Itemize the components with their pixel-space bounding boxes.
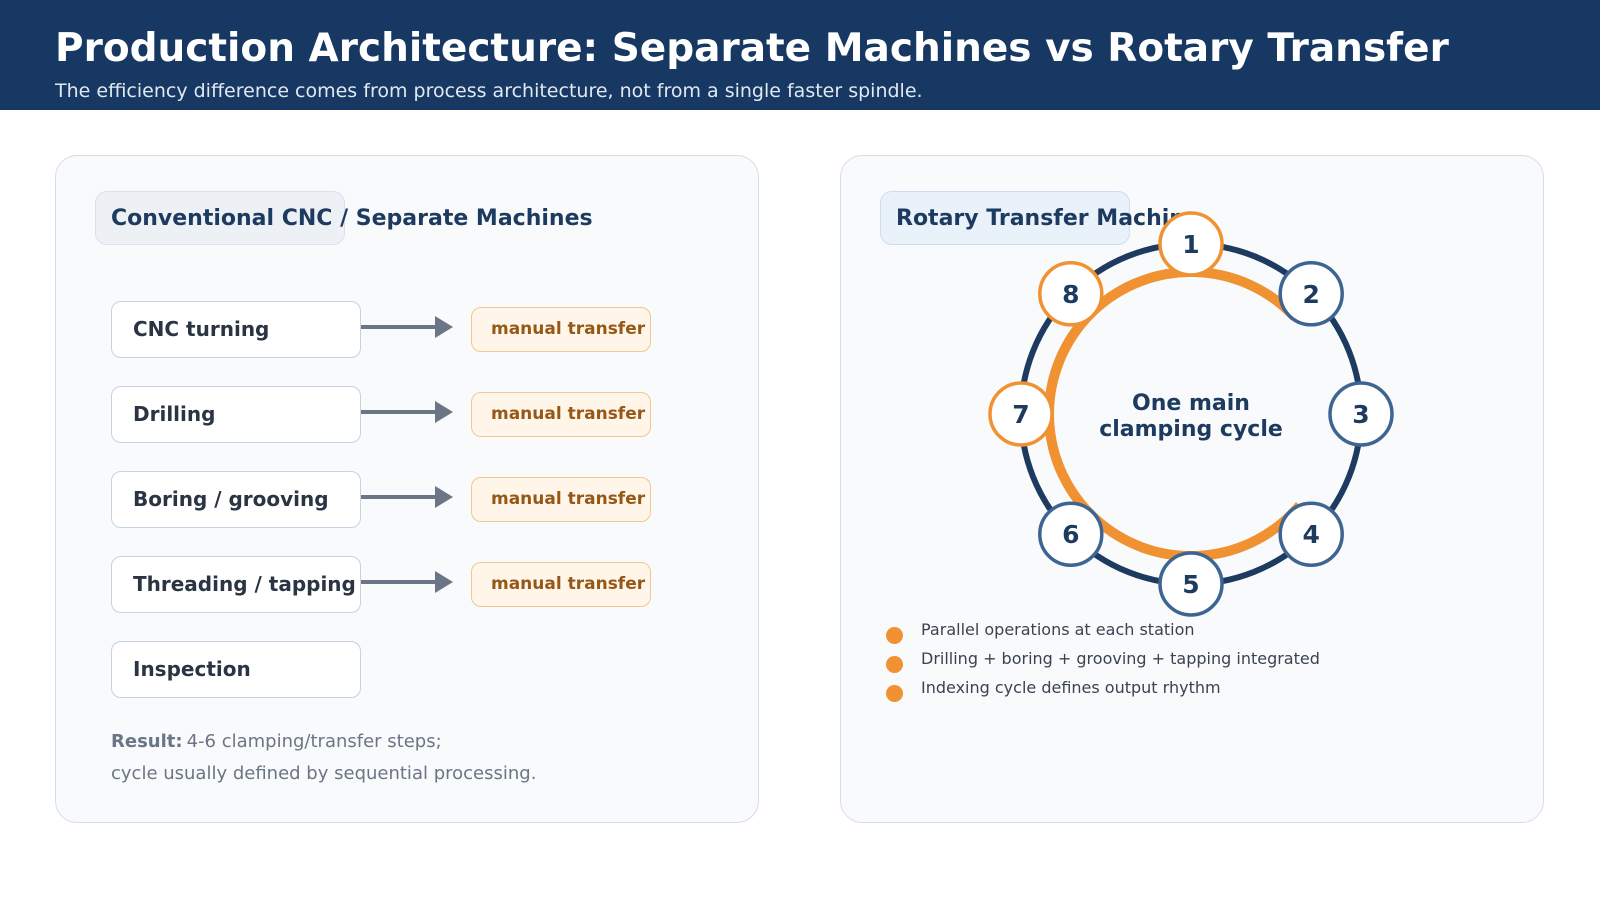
- station-number-3: 3: [1352, 400, 1369, 429]
- rotary-transfer-panel: Rotary Transfer Machine One main clampin…: [840, 155, 1544, 823]
- station-number-5: 5: [1182, 570, 1199, 599]
- arrow-right-icon: [361, 315, 453, 339]
- process-step-inspection: Inspection: [111, 641, 361, 698]
- process-step-label: Boring / grooving: [133, 487, 329, 511]
- station-number-1: 1: [1182, 230, 1199, 259]
- station-node-2: [1278, 261, 1344, 327]
- center-label-line-1: One main: [1132, 391, 1250, 416]
- station-node-1: [1158, 211, 1224, 277]
- feature-text: Parallel operations at each station: [921, 620, 1195, 639]
- manual-transfer-label: manual transfer: [491, 574, 646, 594]
- station-number-6: 6: [1062, 520, 1079, 549]
- process-step-boring-grooving: Boring / grooving: [111, 471, 361, 528]
- result-label: Result:: [111, 731, 183, 752]
- manual-transfer-label: manual transfer: [491, 489, 646, 509]
- feature-text: Indexing cycle defines output rhythm: [921, 678, 1221, 697]
- result-text-1: 4-6 clamping/transfer steps;: [186, 731, 442, 752]
- center-label-line-2: clamping cycle: [1099, 417, 1283, 442]
- result-text-2: cycle usually defined by sequential proc…: [111, 763, 537, 784]
- process-step-threading-tapping: Threading / tapping: [111, 556, 361, 613]
- process-step-label: CNC turning: [133, 317, 270, 341]
- manual-transfer-badge: manual transfer: [471, 307, 651, 352]
- rotary-panel-title: Rotary Transfer Machine: [896, 206, 1200, 231]
- process-step-label: Threading / tapping: [133, 572, 356, 596]
- header-bar: Production Architecture: Separate Machin…: [0, 0, 1600, 110]
- feature-text: Drilling + boring + grooving + tapping i…: [921, 649, 1320, 668]
- bullet-dot-icon: [886, 656, 903, 673]
- stations-group: 1 2 3 4 5 6 7 8: [988, 211, 1394, 617]
- station-number-8: 8: [1062, 280, 1079, 309]
- process-step-label: Drilling: [133, 402, 216, 426]
- conventional-panel: Conventional CNC / Separate Machines CNC…: [55, 155, 759, 823]
- manual-transfer-label: manual transfer: [491, 404, 646, 424]
- station-node-3: [1328, 381, 1394, 447]
- manual-transfer-badge: manual transfer: [471, 392, 651, 437]
- station-node-6: [1038, 501, 1104, 567]
- process-step-cnc-turning: CNC turning: [111, 301, 361, 358]
- bullet-dot-icon: [886, 627, 903, 644]
- station-node-5: [1158, 551, 1224, 617]
- station-node-4: [1278, 501, 1344, 567]
- station-node-7: [988, 381, 1054, 447]
- station-number-4: 4: [1302, 520, 1319, 549]
- result-line-1: Result:4-6 clamping/transfer steps;: [111, 726, 711, 758]
- arrow-right-icon: [361, 570, 453, 594]
- panel-title-pill: [95, 191, 345, 245]
- station-node-8: [1038, 261, 1104, 327]
- arrow-right-icon: [361, 400, 453, 424]
- station-number-2: 2: [1302, 280, 1319, 309]
- bullet-dot-icon: [886, 685, 903, 702]
- manual-transfer-badge: manual transfer: [471, 477, 651, 522]
- rotary-table-diagram: One main clamping cycle 1 2 3 4 5 6 7 8: [988, 211, 1394, 617]
- page-subtitle: The efficiency difference comes from pro…: [55, 80, 923, 102]
- process-step-drilling: Drilling: [111, 386, 361, 443]
- page-title: Production Architecture: Separate Machin…: [55, 26, 1449, 71]
- station-number-7: 7: [1012, 400, 1029, 429]
- manual-transfer-badge: manual transfer: [471, 562, 651, 607]
- manual-transfer-label: manual transfer: [491, 319, 646, 339]
- process-step-label: Inspection: [133, 657, 251, 681]
- conventional-panel-title: Conventional CNC / Separate Machines: [111, 206, 593, 231]
- arrow-right-icon: [361, 485, 453, 509]
- result-summary: Result:4-6 clamping/transfer steps; cycl…: [111, 726, 711, 790]
- panel-title-pill: [880, 191, 1130, 245]
